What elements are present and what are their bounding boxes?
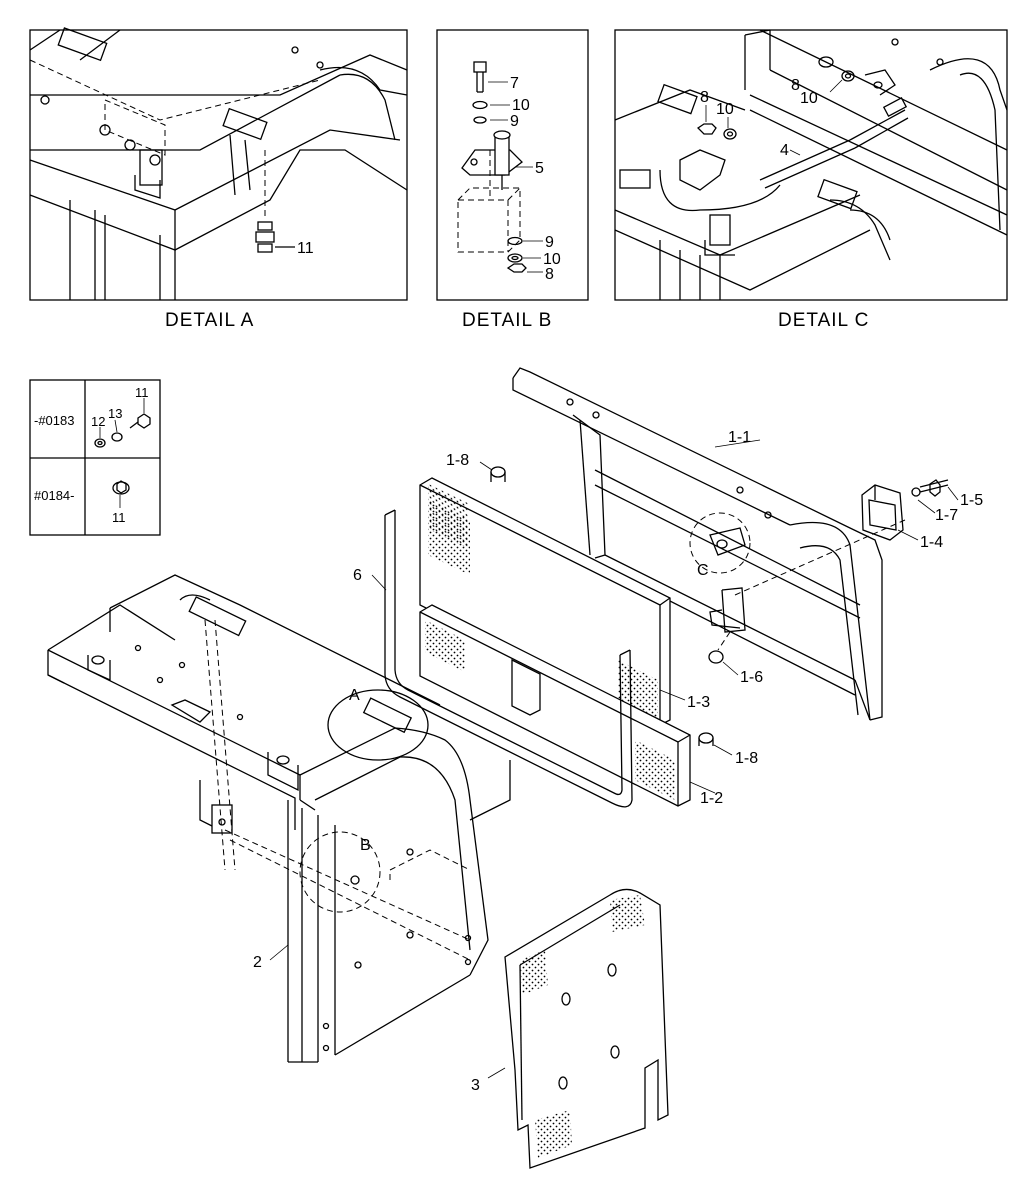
part-6-seal [371, 509, 633, 808]
callout-3: 3 [471, 1077, 480, 1094]
detail-c-label-8-right: 8 [791, 77, 800, 94]
leader-1-3 [659, 689, 686, 701]
callout-1-6: 1-6 [740, 669, 763, 686]
callout-a: A [349, 687, 360, 704]
callout-1-5: 1-5 [960, 492, 983, 509]
callout-1-2: 1-2 [700, 790, 723, 807]
detail-b-label-10-bottom: 10 [543, 251, 561, 268]
legend-part-11-late: 11 [112, 510, 126, 525]
part-bracket-1-6 [708, 587, 746, 676]
detail-b-label-7: 7 [510, 75, 519, 92]
callout-1-1: 1-1 [728, 429, 751, 446]
detail-a-panel: 11 [29, 27, 408, 301]
part-1-2-cushion [419, 604, 733, 807]
part-2-seat-frame [47, 574, 511, 1063]
callout-2: 2 [253, 954, 262, 971]
detail-b-panel: 7 10 9 5 9 10 8 [436, 29, 589, 301]
detail-c-label-8-left: 8 [700, 89, 709, 106]
detail-b-label-8: 8 [545, 266, 554, 283]
detail-b-label-9-top: 9 [510, 113, 519, 130]
detail-c-label-4: 4 [780, 142, 789, 159]
detail-c-panel: 4 8 10 8 10 [614, 29, 1008, 301]
detail-b-label-9-bottom: 9 [545, 234, 554, 251]
legend-serial-late: #0184- [34, 488, 74, 503]
serial-legend-table: -#0183 #0184- 12 13 11 11 [29, 379, 161, 536]
legend-part-12: 12 [91, 414, 105, 429]
part-1-4-damper [734, 479, 959, 596]
detail-c-caption: DETAIL C [778, 310, 869, 331]
detail-c-label-10-left: 10 [716, 101, 734, 118]
callout-1-3: 1-3 [687, 694, 710, 711]
legend-part-11-early: 11 [135, 385, 149, 400]
detail-b-label-10-top: 10 [512, 97, 530, 114]
legend-serial-early: -#0183 [34, 413, 74, 428]
detail-b-label-5: 5 [535, 160, 544, 177]
callout-6: 6 [353, 567, 362, 584]
legend-part-13: 13 [108, 406, 122, 421]
callout-c: C [697, 562, 709, 579]
callout-1-8-bottom: 1-8 [735, 750, 758, 767]
callout-1-4: 1-4 [920, 534, 943, 551]
detail-c-label-10-right: 10 [800, 90, 818, 107]
part-3-back-panel [487, 888, 669, 1169]
callout-b: B [360, 837, 371, 854]
part-1-3-cushion [419, 477, 671, 726]
detail-a-label-11: 11 [297, 240, 314, 257]
detail-b-caption: DETAIL B [462, 310, 552, 331]
part-1-8-top [479, 461, 506, 482]
callout-1-8-top: 1-8 [446, 452, 469, 469]
detail-a-caption: DETAIL A [165, 310, 254, 331]
callout-1-7: 1-7 [935, 507, 958, 524]
